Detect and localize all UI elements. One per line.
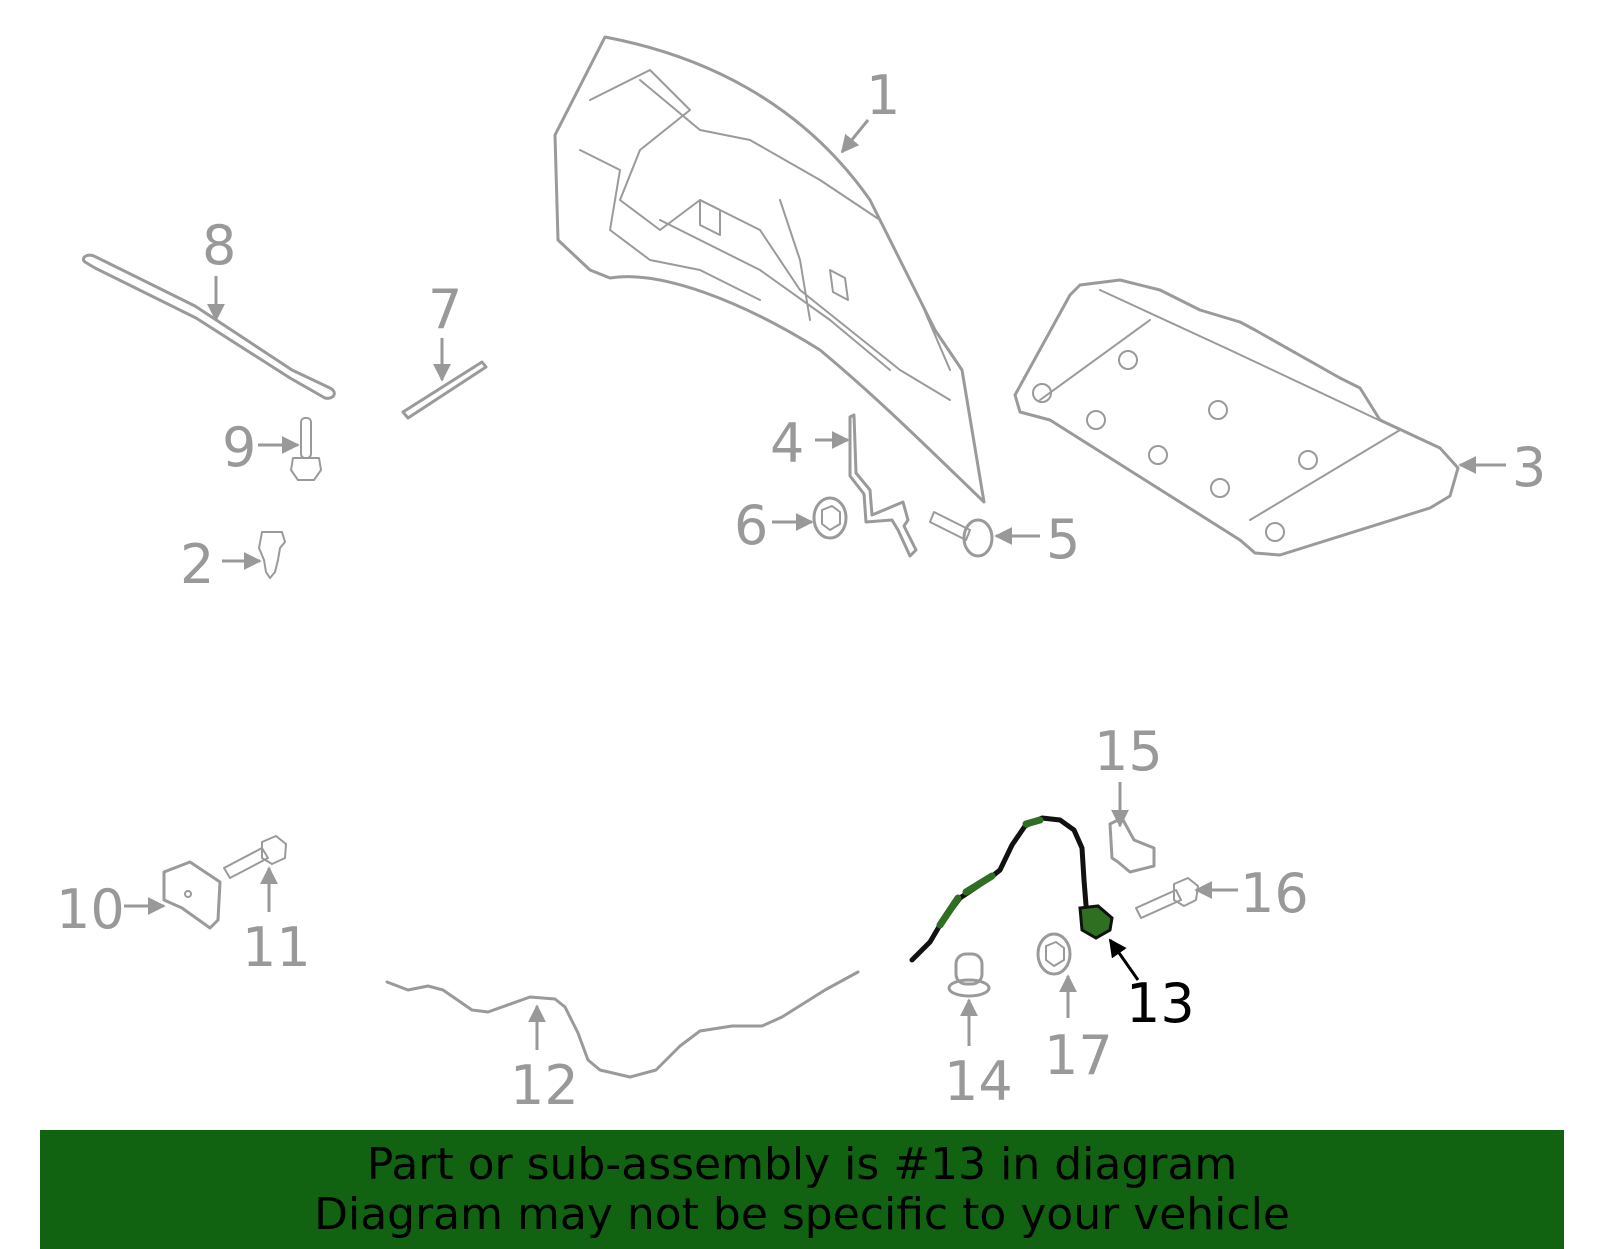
callout-10: 10 (56, 878, 125, 941)
parts-diagram: 1 2 3 4 5 6 7 8 9 10 11 12 13 14 17 15 1… (56, 35, 1546, 1117)
callout-13-highlighted: 13 (1126, 972, 1195, 1035)
screw-5-part (929, 511, 994, 558)
callout-6: 6 (734, 494, 768, 557)
bumper-stop-part (947, 952, 991, 998)
callout-15: 15 (1094, 720, 1163, 783)
callout-11: 11 (242, 916, 311, 979)
latch-part (162, 860, 222, 930)
insulator-pad-part (1013, 278, 1460, 557)
callout-2: 2 (180, 533, 214, 596)
info-banner: Part or sub-assembly is #13 in diagram D… (40, 1130, 1564, 1249)
release-cable-part (385, 970, 860, 1079)
callout-1: 1 (866, 64, 900, 127)
banner-line-disclaimer: Diagram may not be specific to your vehi… (314, 1189, 1290, 1240)
bolt-16-part (1135, 877, 1199, 919)
callout-9: 9 (222, 416, 256, 479)
hood-panel-part (553, 35, 986, 504)
nut-6-part (812, 496, 848, 540)
callout-3: 3 (1512, 436, 1546, 499)
nut-17-part (1036, 932, 1072, 976)
seal-strip-part (401, 360, 488, 420)
callout-7: 7 (428, 278, 462, 341)
callout-12: 12 (510, 1054, 579, 1117)
callout-16: 16 (1240, 862, 1309, 925)
hinge-bracket-part (848, 413, 918, 558)
callout-8: 8 (202, 214, 236, 277)
prop-rod-part (81, 253, 336, 400)
bracket-15-part (1108, 816, 1156, 874)
bolt-11-part (223, 835, 287, 879)
bolt-9-part (290, 417, 322, 481)
callout-arrows (124, 119, 1506, 1050)
callout-17: 17 (1044, 1024, 1113, 1087)
callout-4: 4 (770, 412, 804, 475)
push-clip-part (258, 531, 286, 579)
callout-5: 5 (1046, 508, 1080, 571)
callout-14: 14 (944, 1050, 1013, 1113)
banner-line-part-number: Part or sub-assembly is #13 in diagram (366, 1139, 1238, 1190)
cable-13-part-highlighted (909, 815, 1114, 963)
